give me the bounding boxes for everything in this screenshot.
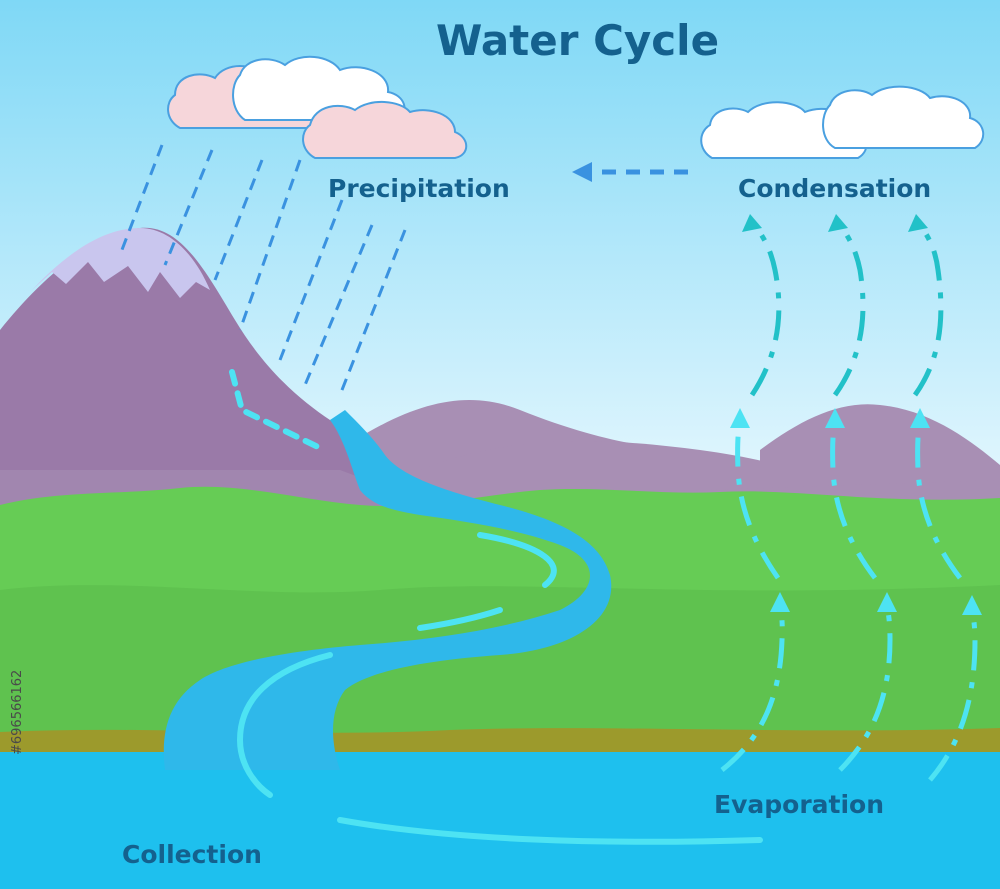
label-condensation: Condensation: [738, 174, 932, 203]
condensation-flow-arrow: [572, 162, 688, 182]
label-evaporation: Evaporation: [714, 790, 885, 819]
river-flow-arrows: [229, 369, 763, 845]
evaporation-vapor-arrows: [720, 419, 978, 782]
label-precipitation: Precipitation: [328, 174, 510, 203]
condensation-vapor-arrows: [749, 220, 944, 397]
stock-image-id: #696566162: [10, 669, 25, 755]
cloud-left: [167, 55, 468, 159]
precipitation-rain: [118, 144, 407, 396]
cloud-right: [700, 85, 985, 159]
lake: [0, 752, 1000, 889]
label-collection: Collection: [122, 840, 262, 869]
diagram-title: Water Cycle: [436, 16, 720, 65]
